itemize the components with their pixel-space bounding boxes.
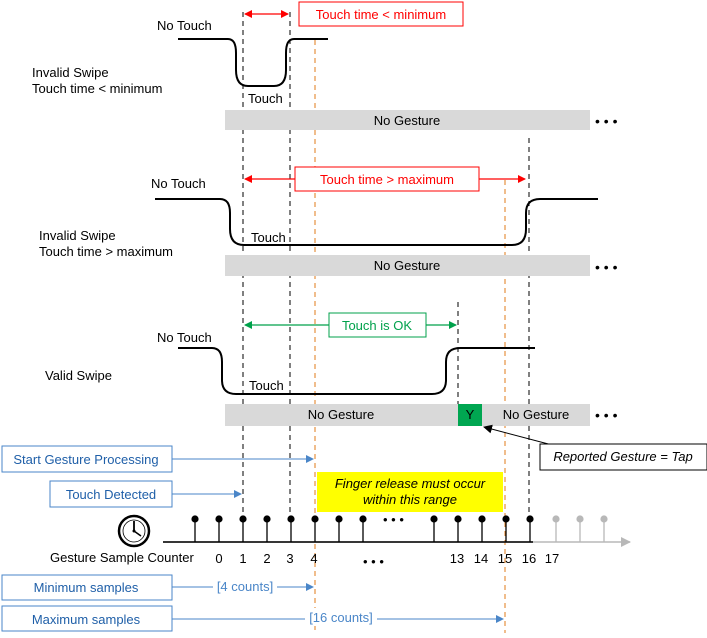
maximum-samples-box: [1, 605, 173, 632]
tick-label-14: 14: [474, 551, 488, 566]
tick-label-gap-dots: • • •: [363, 554, 384, 569]
clock-icon: [117, 514, 151, 548]
row3-bracket-box: [328, 312, 427, 338]
tick-label-16: 16: [522, 551, 536, 566]
row2-no-gesture-bar: [225, 255, 590, 276]
row1-bracket-box: [298, 1, 464, 27]
maximum-counts-bg: [305, 608, 377, 626]
row3-no-gesture-label-right: No Gesture: [503, 407, 569, 422]
row1-bracket-label: Touch time < minimum: [316, 7, 446, 22]
tick-label-2: 2: [263, 551, 270, 566]
row1-no-touch-label: No Touch: [157, 18, 212, 33]
start-processing-annotation: Start Gesture Processing: [1, 445, 314, 473]
row2-title-line2: Touch time > maximum: [39, 244, 173, 259]
tick-label-17: 17: [545, 551, 559, 566]
reported-gesture-callout: Reported Gesture = Tap: [483, 424, 707, 471]
tick-label-13: 13: [450, 551, 464, 566]
touch-detected-annotation: Touch Detected: [49, 480, 242, 508]
reported-gesture-box: [539, 443, 707, 471]
sample-counter-timeline: • • • Gesture Sample Counter 0 1 2 3 4 1…: [50, 512, 631, 569]
row2-touch-label: Touch: [251, 230, 286, 245]
tick-label-1: 1: [239, 551, 246, 566]
row2-no-touch-label: No Touch: [151, 176, 206, 191]
long-touch-waveform: [155, 198, 598, 246]
short-touch-waveform: [178, 38, 328, 87]
row2-no-gesture-label: No Gesture: [374, 258, 440, 273]
touch-detected-box: [49, 480, 173, 508]
row3-bracket-label: Touch is OK: [342, 318, 412, 333]
finger-release-line1: Finger release must occur: [335, 476, 486, 491]
row3-ellipsis: • • •: [595, 407, 618, 423]
row1-no-gesture-label: No Gesture: [374, 113, 440, 128]
row3-no-gesture-label-left: No Gesture: [308, 407, 374, 422]
tick-label-0: 0: [215, 551, 222, 566]
maximum-counts-label: [16 counts]: [309, 610, 373, 625]
row-valid-touch: No Touch Valid Swipe Touch Touch is OK N…: [45, 312, 618, 426]
touch-detected-label: Touch Detected: [66, 487, 156, 502]
row2-bracket-box: [294, 166, 480, 192]
row1-no-gesture-bar: [225, 110, 590, 130]
finger-release-line2: within this range: [363, 492, 457, 507]
row3-touch-label: Touch: [249, 378, 284, 393]
row2-ellipsis: • • •: [595, 259, 618, 275]
row1-title-line2: Touch time < minimum: [32, 81, 162, 96]
row1-ellipsis: • • •: [595, 113, 618, 129]
row2-bracket-label: Touch time > maximum: [320, 172, 454, 187]
maximum-samples-annotation: Maximum samples [16 counts]: [1, 605, 504, 632]
tick-label-15: 15: [498, 551, 512, 566]
gesture-sample-counter-label: Gesture Sample Counter: [50, 550, 194, 565]
minimum-samples-label: Minimum samples: [34, 580, 139, 595]
row3-gesture-y-label: Y: [466, 407, 475, 422]
row3-title-line1: Valid Swipe: [45, 368, 112, 383]
minimum-counts-label: [4 counts]: [217, 579, 273, 594]
finger-release-range: Finger release must occur within this ra…: [317, 472, 503, 512]
row-short-touch: No Touch Invalid Swipe Touch time < mini…: [32, 1, 618, 130]
row3-gesture-y-box: [458, 404, 482, 426]
finger-release-box: [317, 472, 503, 512]
row3-no-touch-label: No Touch: [157, 330, 212, 345]
minimum-samples-annotation: Minimum samples [4 counts]: [1, 574, 314, 601]
counter-tick-labels: 0 1 2 3 4 13 14 15 16 17: [215, 551, 559, 566]
start-processing-box: [1, 445, 173, 473]
row3-no-gesture-bar-right: [482, 404, 590, 426]
start-processing-label: Start Gesture Processing: [13, 452, 158, 467]
row2-title-line1: Invalid Swipe: [39, 228, 116, 243]
row1-title-line1: Invalid Swipe: [32, 65, 109, 80]
row3-no-gesture-bar-left: [225, 404, 458, 426]
maximum-samples-label: Maximum samples: [32, 612, 141, 627]
valid-touch-waveform: [178, 347, 535, 395]
timeline-ticks: [191, 515, 608, 542]
timeline-gap-dots: • • •: [383, 512, 404, 527]
row1-touch-label: Touch: [248, 91, 283, 106]
reported-gesture-text: Reported Gesture = Tap: [553, 449, 692, 464]
row-long-touch: No Touch Invalid Swipe Touch time > maxi…: [39, 166, 618, 276]
minimum-counts-bg: [213, 577, 277, 595]
tick-label-3: 3: [286, 551, 293, 566]
tick-label-4: 4: [310, 551, 317, 566]
reported-gesture-arrow: [483, 424, 557, 447]
